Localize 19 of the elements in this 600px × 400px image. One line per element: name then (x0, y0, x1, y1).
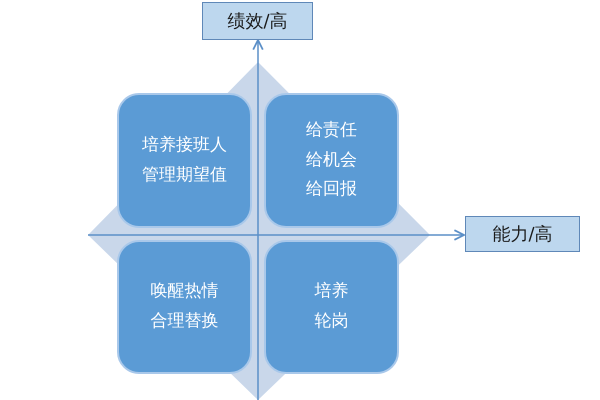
quadrant-box (264, 93, 399, 228)
quadrant-text: 合理替换 (150, 310, 218, 333)
axis-label-box (202, 2, 313, 40)
quadrant-box (264, 240, 399, 374)
quadrant-text: 给回报 (306, 178, 357, 202)
quadrant-text: 培养接班人 (142, 134, 227, 157)
quadrant-box (117, 93, 252, 228)
quadrant-text: 轮岗 (314, 310, 348, 333)
quadrant-text: 唤醒热情 (150, 280, 218, 304)
axis-label: 绩效/高 (227, 10, 288, 33)
quadrant-box (117, 240, 252, 374)
axis-arrow (252, 39, 264, 400)
quadrant-text: 培养 (314, 280, 348, 304)
axis-arrow (88, 229, 465, 241)
axis-label: 能力/高 (492, 223, 553, 246)
axis-label-box (465, 216, 580, 252)
quadrant-text: 管理期望值 (142, 164, 227, 186)
quadrant-text: 给机会 (306, 148, 357, 172)
quadrant-text: 给责任 (306, 118, 357, 142)
